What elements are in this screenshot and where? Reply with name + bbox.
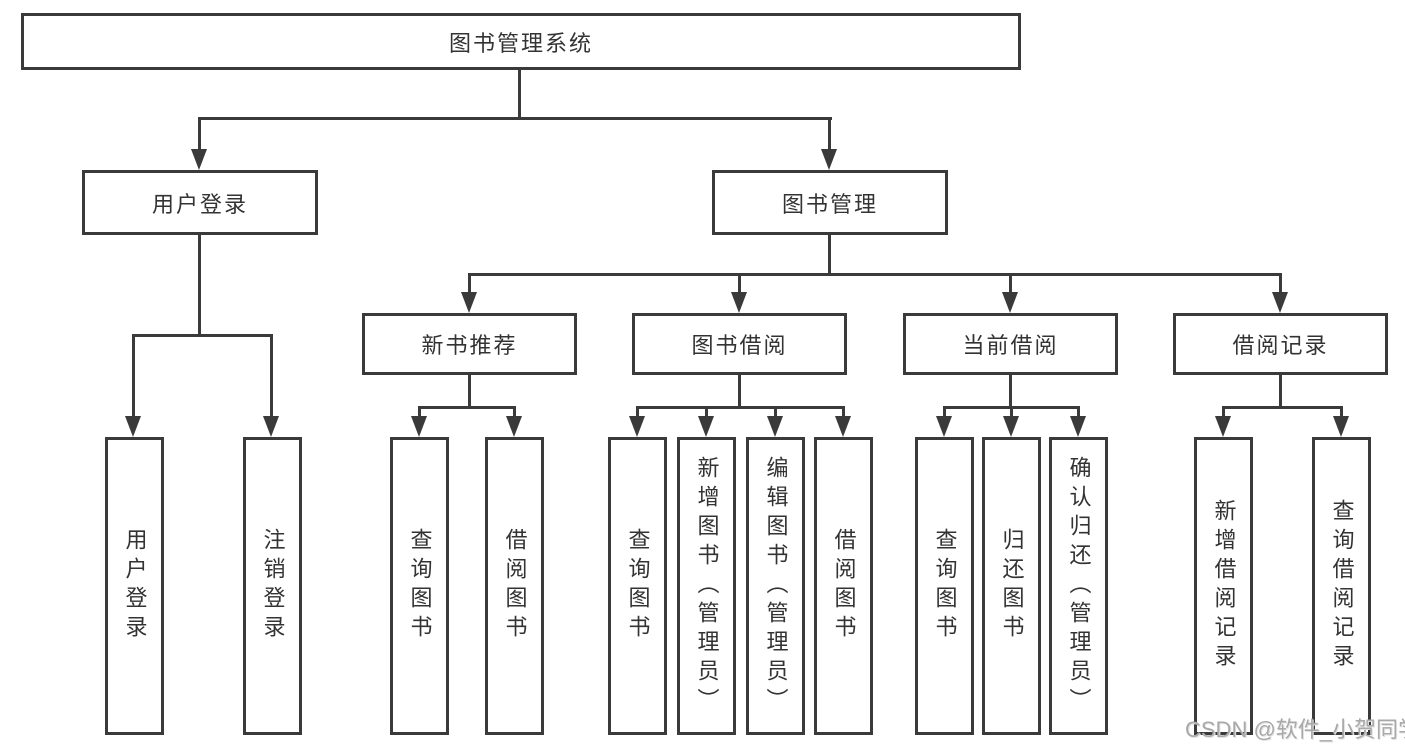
node-book-management: 图书管理 xyxy=(712,170,948,235)
csdn-watermark: CSDN @软件_小贺同学 xyxy=(1185,717,1405,742)
leaf-add-books-admin-label: 新增图书（管理员） xyxy=(694,455,720,717)
leaf-query-borrow-record-label: 查询借阅记录 xyxy=(1329,499,1355,673)
node-book-management-label: 图书管理 xyxy=(781,191,878,217)
node-user-login: 用户登录 xyxy=(82,170,318,235)
leaf-confirm-return-admin-label: 确认归还（管理员） xyxy=(1066,455,1092,717)
connector-line xyxy=(468,273,1282,276)
connector-line xyxy=(198,117,832,120)
connector-line xyxy=(1340,406,1343,420)
connector-line xyxy=(468,273,471,295)
node-current-borrow-label: 当前借阅 xyxy=(962,333,1059,358)
connector-line xyxy=(1222,406,1225,420)
connector-line xyxy=(270,334,273,420)
connector-line xyxy=(738,375,741,408)
arrow-down-icon xyxy=(731,292,747,313)
connector-line xyxy=(1279,375,1282,408)
leaf-borrow-books-recommend: 借阅图书 xyxy=(485,437,544,735)
leaf-add-borrow-record-label: 新增借阅记录 xyxy=(1211,499,1237,673)
leaf-borrow-books-label: 借阅图书 xyxy=(831,528,857,644)
leaf-add-books-admin: 新增图书（管理员） xyxy=(677,437,736,735)
arrow-down-icon xyxy=(629,416,645,437)
leaf-borrow-books: 借阅图书 xyxy=(814,437,873,735)
connector-line xyxy=(1009,273,1012,295)
arrow-down-icon xyxy=(1003,416,1019,437)
leaf-query-borrow-record: 查询借阅记录 xyxy=(1312,437,1371,735)
root-node-label: 图书管理系统 xyxy=(448,30,593,56)
connector-line xyxy=(1222,406,1343,409)
node-user-login-label: 用户登录 xyxy=(151,191,248,217)
node-new-book-recommend: 新书推荐 xyxy=(362,313,577,375)
connector-line xyxy=(828,117,831,152)
leaf-query-books-borrow-label: 查询图书 xyxy=(625,528,651,644)
node-new-book-recommend-label: 新书推荐 xyxy=(421,333,518,358)
connector-line xyxy=(1010,406,1013,420)
leaf-borrow-books-recommend-label: 借阅图书 xyxy=(502,528,528,644)
leaf-query-books-recommend-label: 查询图书 xyxy=(407,528,433,644)
connector-line xyxy=(842,406,845,420)
connector-line xyxy=(198,117,201,152)
arrow-down-icon xyxy=(506,416,522,437)
leaf-user-login-label: 用户登录 xyxy=(122,528,148,644)
connector-line xyxy=(1279,273,1282,295)
node-book-borrow-label: 图书借阅 xyxy=(691,333,788,358)
leaf-query-books-recommend: 查询图书 xyxy=(390,437,449,735)
arrow-down-icon xyxy=(411,416,427,437)
leaf-return-books: 归还图书 xyxy=(982,437,1041,735)
connector-line xyxy=(418,406,421,420)
arrow-down-icon xyxy=(125,416,141,437)
node-borrow-records: 借阅记录 xyxy=(1173,313,1388,375)
leaf-query-books-current-label: 查询图书 xyxy=(932,528,958,644)
connector-line xyxy=(132,334,135,420)
leaf-add-borrow-record: 新增借阅记录 xyxy=(1194,437,1253,735)
connector-line xyxy=(513,406,516,420)
arrow-down-icon xyxy=(263,416,279,437)
arrow-down-icon xyxy=(821,149,837,170)
node-current-borrow: 当前借阅 xyxy=(903,313,1118,375)
arrow-down-icon xyxy=(1333,416,1349,437)
connector-line xyxy=(828,235,831,276)
connector-line xyxy=(774,406,777,420)
arrow-down-icon xyxy=(936,416,952,437)
root-node-library-system: 图书管理系统 xyxy=(21,13,1021,70)
node-borrow-records-label: 借阅记录 xyxy=(1232,333,1329,358)
leaf-edit-books-admin: 编辑图书（管理员） xyxy=(746,437,805,735)
connector-line xyxy=(1009,375,1012,408)
arrow-down-icon xyxy=(461,292,477,313)
arrow-down-icon xyxy=(698,416,714,437)
connector-line xyxy=(468,375,471,408)
node-book-borrow: 图书借阅 xyxy=(632,313,847,375)
arrow-down-icon xyxy=(1272,292,1288,313)
connector-line xyxy=(636,406,845,409)
leaf-user-login: 用户登录 xyxy=(105,437,164,735)
arrow-down-icon xyxy=(767,416,783,437)
leaf-edit-books-admin-label: 编辑图书（管理员） xyxy=(763,455,789,717)
connector-line xyxy=(418,406,516,409)
arrow-down-icon xyxy=(191,149,207,170)
connector-line xyxy=(198,235,201,337)
leaf-query-books-current: 查询图书 xyxy=(915,437,974,735)
leaf-confirm-return-admin: 确认归还（管理员） xyxy=(1049,437,1108,735)
arrow-down-icon xyxy=(1070,416,1086,437)
leaf-logout: 注销登录 xyxy=(243,437,302,735)
arrow-down-icon xyxy=(1215,416,1231,437)
leaf-return-books-label: 归还图书 xyxy=(999,528,1025,644)
leaf-query-books-borrow: 查询图书 xyxy=(608,437,667,735)
leaf-logout-label: 注销登录 xyxy=(260,528,286,644)
connector-line xyxy=(1077,406,1080,420)
connector-line xyxy=(943,406,946,420)
connector-line xyxy=(738,273,741,295)
arrow-down-icon xyxy=(1002,292,1018,313)
connector-line xyxy=(132,334,273,337)
connector-line xyxy=(636,406,639,420)
connector-line xyxy=(705,406,708,420)
connector-line xyxy=(518,70,521,119)
arrow-down-icon xyxy=(835,416,851,437)
